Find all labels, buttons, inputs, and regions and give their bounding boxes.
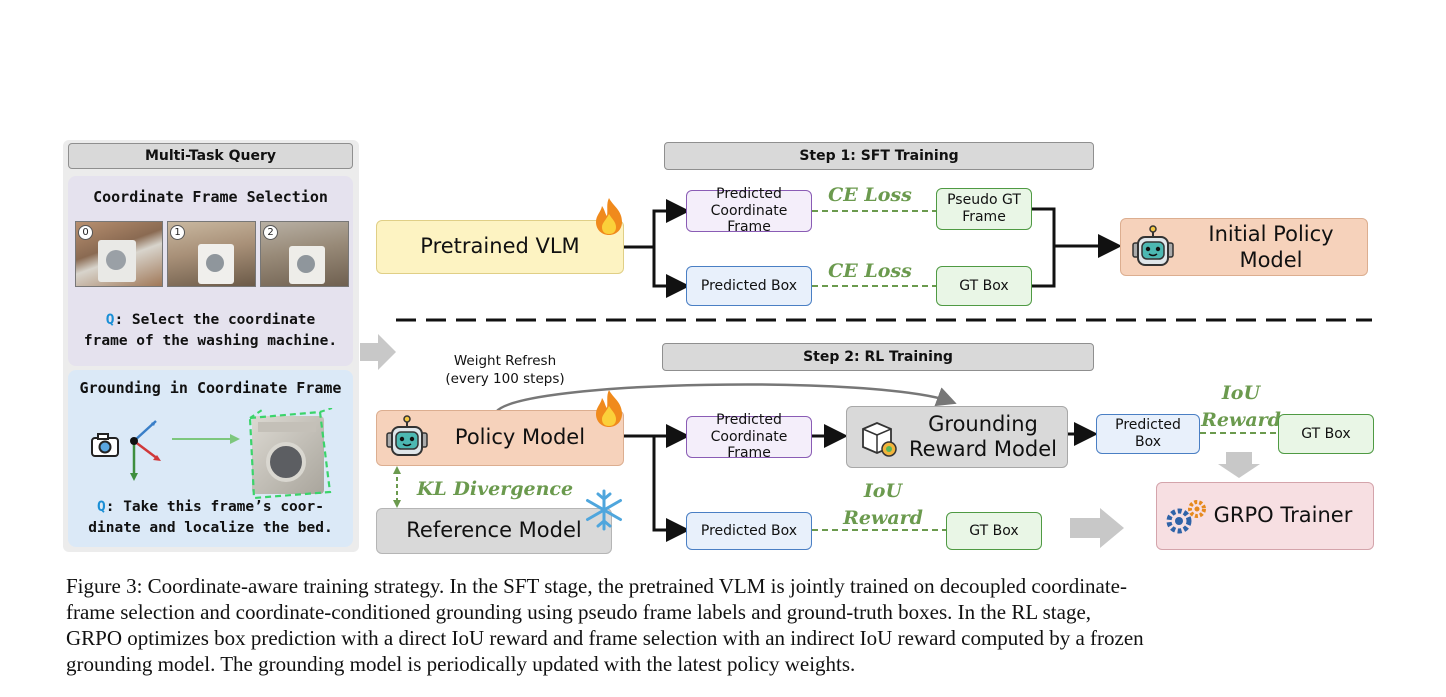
robot-icon: [386, 415, 428, 456]
caption-line: Figure 3: Coordinate-aware training stra…: [66, 574, 1127, 598]
task1-title: Coordinate Frame Selection: [93, 188, 328, 206]
caption-line: grounding model. The grounding model is …: [66, 652, 856, 676]
pretrained-vlm-box: Pretrained VLM: [376, 220, 624, 274]
snowflake-icon: [586, 489, 622, 531]
weight-refresh-label: Weight Refresh(every 100 steps): [445, 353, 565, 387]
panel-output-arrow: [360, 334, 396, 370]
coordinate-axes-icon: [130, 420, 161, 481]
ce-loss-label-top: CE Loss: [828, 184, 912, 206]
frame-badge-2: 2: [263, 225, 278, 240]
multi-task-query-header: Multi-Task Query: [68, 143, 353, 169]
ce-loss-label-bottom: CE Loss: [828, 260, 912, 282]
frame-photo-2: [260, 221, 349, 287]
camera-icon: [91, 433, 119, 457]
grpo-trainer-box: GRPO Trainer: [1156, 482, 1374, 550]
step2-predicted-box-bottom: Predicted Box: [686, 512, 812, 550]
caption-line: frame selection and coordinate-condition…: [66, 600, 1092, 624]
step1-gt-box: GT Box: [936, 266, 1032, 306]
q-label: Q: [97, 499, 106, 515]
kl-divergence-label: KL Divergence: [416, 478, 574, 500]
reference-model-box: Reference Model: [376, 508, 612, 554]
cube-icon: [862, 422, 897, 457]
green-arrow: [172, 434, 240, 444]
caption-line: GRPO optimizes box prediction with a dir…: [66, 626, 1144, 650]
step2-gt-box-bottom: GT Box: [946, 512, 1042, 550]
step2-header: Step 2: RL Training: [662, 343, 1094, 371]
robot-icon: [1132, 225, 1174, 266]
fire-icon: [596, 390, 622, 427]
step2-gt-box-right: GT Box: [1278, 414, 1374, 454]
frame-badge-0: 0: [78, 225, 93, 240]
q-label: Q: [105, 312, 115, 328]
policy-model-box: Policy Model: [376, 410, 624, 466]
task1-question: Q: Select the coordinate frame of the wa…: [83, 312, 338, 349]
task2-title: Grounding in Coordinate Frame: [79, 379, 342, 397]
step1-header: Step 1: SFT Training: [664, 142, 1094, 170]
task2-question: Q: Take this frame’s coor- dinate and lo…: [88, 499, 333, 536]
bbox-dashed-icon: [248, 408, 333, 500]
fire-icon: [596, 198, 622, 235]
step1-predicted-box: Predicted Box: [686, 266, 812, 306]
figure-caption: Figure 3: Coordinate-aware training stra…: [66, 573, 1386, 677]
frame-badge-1: 1: [170, 225, 185, 240]
washing-machine-image: [252, 416, 324, 494]
gears-icon: [1166, 500, 1206, 534]
